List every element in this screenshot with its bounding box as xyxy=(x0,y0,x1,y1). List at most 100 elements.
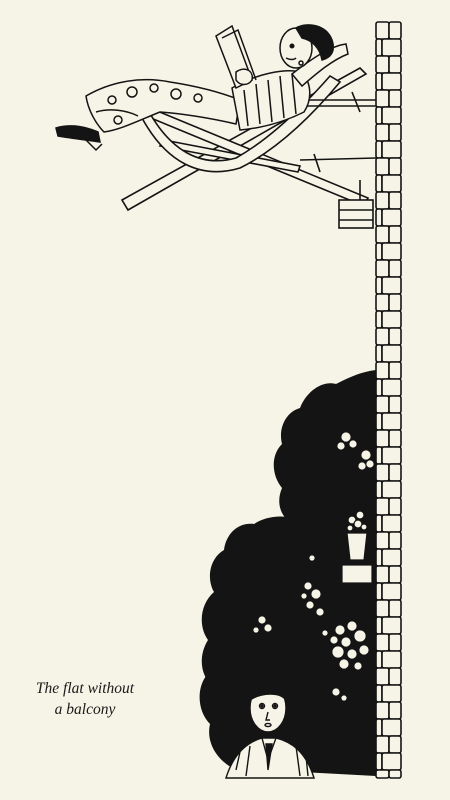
brick xyxy=(381,752,402,771)
brick xyxy=(381,344,402,363)
brick xyxy=(375,633,390,652)
brick xyxy=(388,361,402,380)
brick xyxy=(375,38,383,57)
brick xyxy=(381,718,402,737)
brick xyxy=(388,633,402,652)
brick xyxy=(381,514,402,533)
brick xyxy=(381,684,402,703)
brick xyxy=(375,191,390,210)
brick xyxy=(375,72,383,91)
brick xyxy=(388,667,402,686)
caption-line-2: a balcony xyxy=(54,701,116,718)
brick xyxy=(375,327,390,346)
brick xyxy=(381,72,402,91)
brick xyxy=(388,191,402,210)
brick xyxy=(388,123,402,142)
brick xyxy=(375,412,383,431)
brick xyxy=(381,378,402,397)
brick-wall xyxy=(375,21,402,779)
brick xyxy=(375,293,390,312)
brick xyxy=(375,344,383,363)
brick xyxy=(388,497,402,516)
brick xyxy=(375,89,390,108)
brick xyxy=(388,55,402,74)
brick xyxy=(375,361,390,380)
brick xyxy=(381,38,402,57)
brick xyxy=(375,208,383,227)
brick xyxy=(375,582,383,601)
brick xyxy=(375,735,390,754)
brick xyxy=(388,327,402,346)
brick xyxy=(375,497,390,516)
brick xyxy=(375,480,383,499)
brick xyxy=(375,174,383,193)
brick xyxy=(388,225,402,244)
brick xyxy=(375,55,390,74)
brick xyxy=(375,752,383,771)
illustration-caption: The flat without a balcony xyxy=(0,678,170,720)
brick xyxy=(381,650,402,669)
brick xyxy=(388,157,402,176)
brick xyxy=(388,395,402,414)
brick xyxy=(381,106,402,125)
brick xyxy=(375,21,390,40)
brick xyxy=(388,735,402,754)
brick xyxy=(375,565,390,584)
brick xyxy=(381,616,402,635)
brick xyxy=(375,701,390,720)
brick xyxy=(375,446,383,465)
brick xyxy=(375,429,390,448)
gazing-man xyxy=(225,678,315,779)
brick xyxy=(375,667,390,686)
brick xyxy=(375,276,383,295)
brick xyxy=(381,480,402,499)
brick xyxy=(375,140,383,159)
brick xyxy=(381,412,402,431)
brick xyxy=(375,463,390,482)
brick xyxy=(388,429,402,448)
brick xyxy=(375,106,383,125)
brick xyxy=(388,293,402,312)
brick xyxy=(388,599,402,618)
brick xyxy=(388,89,402,108)
brick xyxy=(375,225,390,244)
brick xyxy=(388,565,402,584)
brick xyxy=(388,21,402,40)
brick xyxy=(375,123,390,142)
potted-plant xyxy=(341,510,373,584)
brick xyxy=(375,531,390,550)
brick xyxy=(375,395,390,414)
flowers xyxy=(252,431,375,702)
brick xyxy=(375,684,383,703)
brick xyxy=(375,769,390,779)
brick xyxy=(381,276,402,295)
brick xyxy=(388,701,402,720)
brick xyxy=(381,242,402,261)
brick xyxy=(388,463,402,482)
brick xyxy=(375,616,383,635)
brick xyxy=(375,378,383,397)
brick xyxy=(375,310,383,329)
brick xyxy=(388,769,402,779)
brick xyxy=(375,242,383,261)
brick xyxy=(375,599,390,618)
brick xyxy=(381,208,402,227)
caption-line-1: The flat without xyxy=(35,680,135,697)
brick xyxy=(375,548,383,567)
brick xyxy=(381,174,402,193)
reclining-reader xyxy=(55,24,349,152)
brick xyxy=(381,582,402,601)
brick xyxy=(375,259,390,278)
brick xyxy=(381,140,402,159)
brick xyxy=(375,514,383,533)
brick xyxy=(381,548,402,567)
brick xyxy=(388,531,402,550)
brick xyxy=(375,650,383,669)
brick xyxy=(381,446,402,465)
brick xyxy=(375,718,383,737)
brick xyxy=(388,259,402,278)
brick xyxy=(381,310,402,329)
brick xyxy=(375,157,390,176)
